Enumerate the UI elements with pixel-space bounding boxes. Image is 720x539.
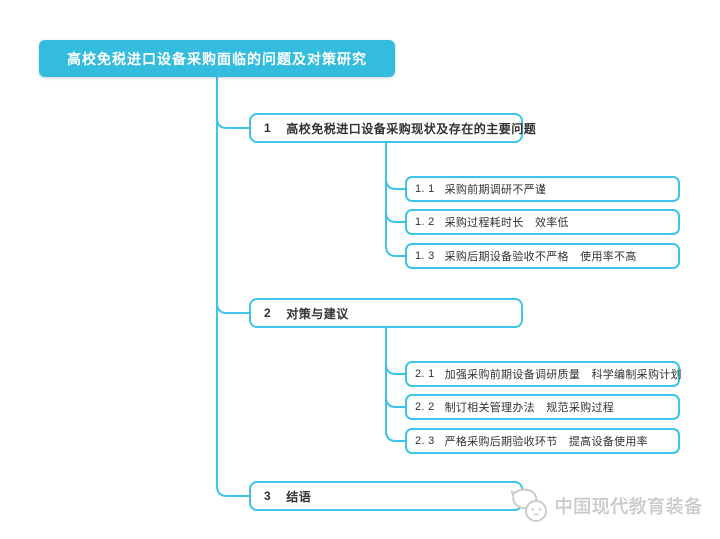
child-number: 2. 1 [415, 368, 435, 380]
child-label: 采购后期设备验收不严格 使用率不高 [444, 251, 637, 263]
wechat-watermark: 中国现代教育装备 [506, 487, 703, 525]
child-number: 1. 2 [415, 216, 435, 228]
branch-node-2[interactable]: 2 对策与建议 [249, 298, 523, 328]
child-number: 2. 3 [415, 435, 435, 447]
child-node-1-1[interactable]: 1. 1 采购前期调研不严谨 [405, 176, 680, 202]
root-topic-node[interactable]: 高校免税进口设备采购面临的问题及对策研究 [39, 40, 395, 77]
root-topic-label: 高校免税进口设备采购面临的问题及对策研究 [67, 50, 367, 67]
child-node-2-1[interactable]: 2. 1 加强采购前期设备调研质量 科学编制采购计划 [405, 361, 682, 387]
branch-node-1[interactable]: 1 高校免税进口设备采购现状及存在的主要问题 [249, 113, 536, 143]
branch-label: 高校免税进口设备采购现状及存在的主要问题 [286, 121, 537, 136]
child-label: 采购过程耗时长 效率低 [444, 217, 569, 229]
child-label: 采购前期调研不严谨 [444, 184, 547, 196]
branch-label: 结语 [286, 489, 312, 504]
branch-number: 3 [264, 489, 272, 503]
child-number: 2. 2 [415, 401, 435, 413]
branch-number: 2 [264, 306, 272, 320]
wechat-bubbles-logo-icon [510, 488, 547, 522]
child-label: 加强采购前期设备调研质量 科学编制采购计划 [444, 369, 682, 381]
branch-number: 1 [264, 121, 272, 135]
branch-node-3[interactable]: 3 结语 [249, 481, 523, 511]
child-number: 1. 3 [415, 250, 435, 262]
child-node-1-3[interactable]: 1. 3 采购后期设备验收不严格 使用率不高 [405, 243, 680, 269]
watermark-text: 中国现代教育装备 [555, 497, 703, 517]
child-node-2-3[interactable]: 2. 3 严格采购后期验收环节 提高设备使用率 [405, 428, 680, 454]
child-number: 1. 1 [415, 183, 435, 195]
child-label: 严格采购后期验收环节 提高设备使用率 [444, 436, 648, 448]
child-node-1-2[interactable]: 1. 2 采购过程耗时长 效率低 [405, 209, 680, 235]
child-label: 制订相关管理办法 规范采购过程 [444, 402, 615, 414]
branch-label: 对策与建议 [286, 306, 349, 321]
child-node-2-2[interactable]: 2. 2 制订相关管理办法 规范采购过程 [405, 394, 680, 420]
